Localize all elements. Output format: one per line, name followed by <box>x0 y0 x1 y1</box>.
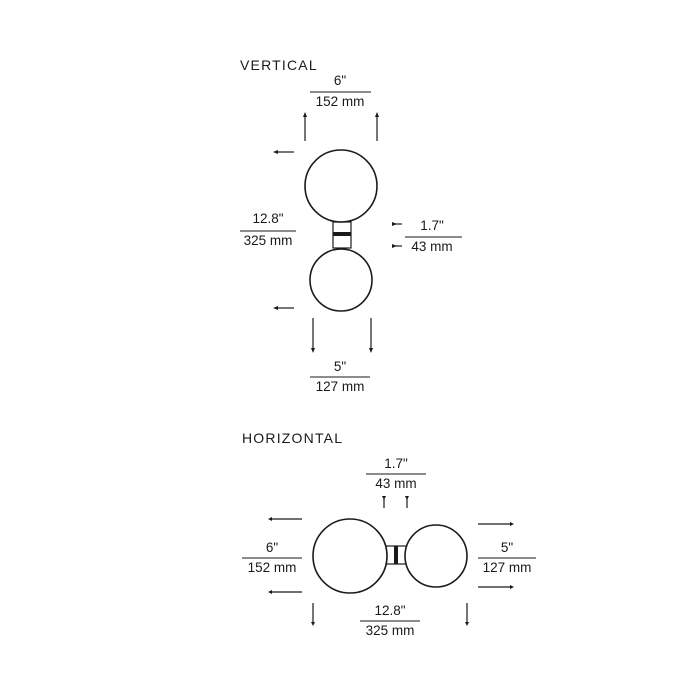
vertical-upper-globe <box>304 149 378 223</box>
horizontal-width-inch: 12.8" <box>374 603 405 618</box>
horizontal-width-mm: 325 mm <box>366 623 415 638</box>
vertical-fixture <box>304 149 378 312</box>
arrow-icon <box>303 112 307 117</box>
vertical-depth-mm: 127 mm <box>316 379 365 394</box>
arrow-icon <box>375 112 379 117</box>
vertical-body-mm: 43 mm <box>411 239 452 254</box>
vertical-body-inch: 1.7" <box>420 218 444 233</box>
horizontal-right-mm: 127 mm <box>483 560 532 575</box>
horizontal-right-globe <box>404 524 468 588</box>
arrow-icon <box>510 522 514 526</box>
vertical-depth-inch: 5" <box>334 359 347 374</box>
arrow-icon <box>510 585 514 589</box>
horizontal-right-inch: 5" <box>501 540 514 555</box>
arrow-icon <box>392 244 397 248</box>
vertical-heading: VERTICAL <box>240 57 318 73</box>
arrow-icon <box>273 306 278 310</box>
vertical-width-inch: 6" <box>334 73 347 88</box>
arrow-icon <box>392 222 397 226</box>
arrow-icon <box>311 622 315 626</box>
arrow-icon <box>405 496 409 500</box>
horizontal-left-globe <box>312 518 388 594</box>
arrow-icon <box>311 348 315 353</box>
horizontal-fixture <box>312 518 468 594</box>
vertical-height-mm: 325 mm <box>244 233 293 248</box>
arrow-icon <box>268 590 272 594</box>
vertical-fixture-band <box>333 232 351 236</box>
horizontal-body-inch: 1.7" <box>384 456 408 471</box>
vertical-height-inch: 12.8" <box>252 211 283 226</box>
horizontal-height-mm: 152 mm <box>248 560 297 575</box>
arrow-icon <box>273 150 278 154</box>
horizontal-heading: HORIZONTAL <box>242 430 343 446</box>
horizontal-body-mm: 43 mm <box>375 476 416 491</box>
arrow-icon <box>382 496 386 500</box>
horizontal-fixture-band <box>394 546 398 564</box>
horizontal-height-inch: 6" <box>266 540 279 555</box>
arrow-icon <box>268 517 272 521</box>
arrow-icon <box>465 622 469 626</box>
vertical-lower-globe <box>309 248 373 312</box>
arrow-icon <box>369 348 373 353</box>
vertical-width-mm: 152 mm <box>316 94 365 109</box>
